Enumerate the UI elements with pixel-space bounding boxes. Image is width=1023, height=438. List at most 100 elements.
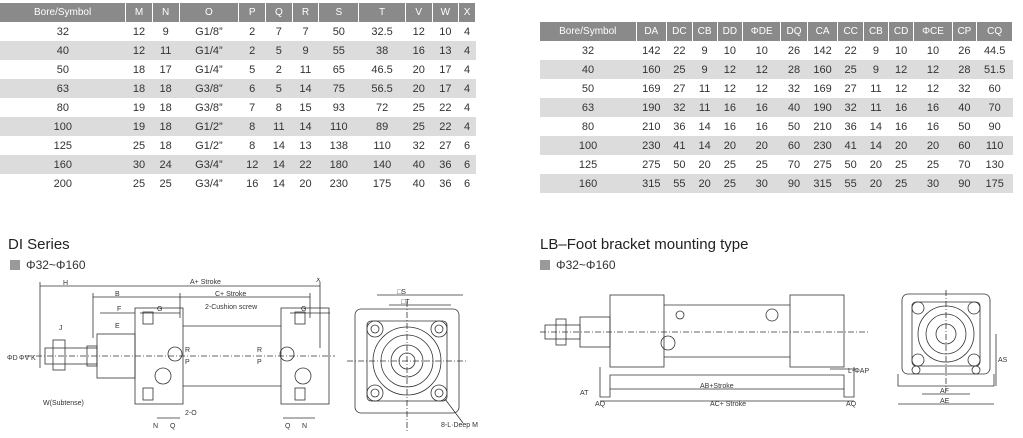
table-cell: 27 [844, 82, 857, 95]
table-cell: 125 [53, 139, 73, 152]
table-cell: 40 [540, 60, 637, 79]
table-cell: 11 [299, 63, 312, 76]
table-cell: 15 [299, 101, 312, 114]
table-cell: 80 [581, 120, 595, 133]
column-header: R [292, 3, 320, 22]
table-cell: 32 [787, 82, 801, 95]
table-cell: 22 [432, 117, 459, 136]
table-cell: 6 [458, 155, 476, 174]
table-cell: 5 [265, 41, 293, 60]
bullet-square-icon [540, 260, 550, 270]
dim-label-at: AT [580, 390, 589, 397]
table-cell: 190 [807, 98, 838, 117]
table-cell: 19 [132, 101, 146, 114]
table-cell: 60 [988, 82, 1001, 95]
dim-label-e: E [115, 323, 120, 330]
table-cell: 20 [742, 136, 781, 155]
cushion-screw-label: 2-Cushion screw [205, 304, 258, 311]
table-cell: 110 [976, 136, 1013, 155]
table-cell: 6 [238, 79, 266, 98]
table-cell: 40 [780, 98, 808, 117]
dim-label-f: F [117, 306, 121, 313]
table-cell: 46.5 [371, 63, 393, 76]
table-cell: 51.5 [976, 60, 1013, 79]
table-cell: 20 [692, 174, 717, 193]
table-cell: 18 [159, 101, 172, 114]
dim-label-k: K [31, 355, 36, 362]
table-cell: 17 [432, 79, 459, 98]
dim-label-aq-left: AQ [595, 401, 606, 408]
table-cell: 12 [926, 82, 940, 95]
table-cell: 27 [439, 139, 452, 152]
dim-label-phi-d: ΦD [7, 355, 18, 362]
dim-label-phi-v: ΦV [19, 355, 30, 362]
table-cell: 30 [125, 155, 153, 174]
table-cell: 50 [332, 25, 345, 38]
table-cell: 32 [666, 98, 693, 117]
table-cell: 18 [125, 79, 153, 98]
table-cell: 11 [698, 82, 711, 95]
table-cell: 70 [787, 158, 801, 171]
table-cell: 63 [540, 98, 637, 117]
table-cell: 75 [318, 79, 359, 98]
table-cell: 100 [540, 136, 637, 155]
di-series-title: DI Series [8, 236, 70, 253]
table-cell: 14 [863, 136, 889, 155]
table-cell: 16 [246, 177, 259, 190]
table-cell: 14 [292, 79, 319, 98]
lb-bore-range: Φ32~Φ160 [556, 258, 616, 272]
table-cell: 80 [56, 101, 69, 114]
table-cell: 32 [412, 139, 425, 152]
table-cell: 25 [717, 174, 743, 193]
table-cell: 40 [405, 155, 433, 174]
column-header: DD [717, 22, 744, 41]
table-cell: 140 [358, 155, 406, 174]
column-header: DQ [780, 22, 808, 41]
table-cell: 55 [318, 41, 359, 60]
table-cell: 25 [888, 174, 914, 193]
table-cell: 25 [405, 117, 433, 136]
table-cell: 90 [988, 120, 1001, 133]
table-cell: 9 [692, 60, 717, 79]
table-cell: 12 [755, 82, 768, 95]
table-cell: 210 [813, 120, 832, 133]
column-header: CC [837, 22, 865, 41]
table-cell: 25 [132, 177, 146, 190]
table-cell: 230 [807, 136, 838, 155]
table-cell: 10 [723, 44, 736, 57]
table-cell: 169 [642, 82, 661, 95]
table-cell: 9 [292, 41, 319, 60]
dim-label-af: AF [940, 388, 949, 395]
dim-label-j: J [59, 325, 63, 332]
table-cell: 2 [275, 63, 282, 76]
table-cell: 315 [807, 174, 838, 193]
table-cell: 16 [926, 120, 940, 133]
table-cell: 36 [673, 120, 686, 133]
table-cell: 4 [464, 63, 471, 76]
table-cell: 142 [813, 44, 832, 57]
table-cell: 9 [863, 60, 889, 79]
table-cell: 14 [869, 120, 883, 133]
table-cell: 30 [913, 174, 953, 193]
table-cell: 6 [464, 139, 471, 152]
column-header: P [238, 3, 267, 22]
table-cell: G3/8” [179, 79, 239, 98]
dim-label-l-phi-ap: L-ΦAP [848, 368, 869, 375]
table-cell: 16 [717, 98, 743, 117]
table-cell: 10 [755, 44, 768, 57]
table-cell: 22 [439, 101, 452, 114]
table-cell: 230 [329, 177, 348, 190]
dim-label-square-t: □T [401, 299, 410, 306]
dim-label-w-subtense: W(Subtense) [43, 400, 84, 407]
table-cell: 12 [723, 82, 736, 95]
table-cell: 32 [958, 82, 971, 95]
dim-label-n-left: N [153, 423, 158, 430]
table-cell: 210 [642, 120, 661, 133]
